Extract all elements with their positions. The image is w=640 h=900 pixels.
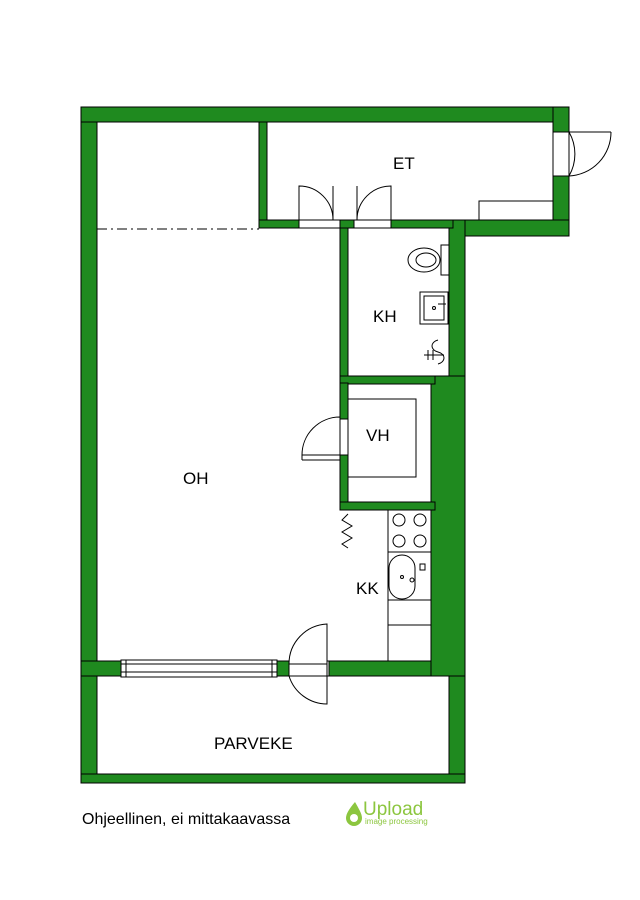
wall-hall-left xyxy=(258,121,268,229)
room-label-oh: OH xyxy=(183,469,209,488)
toilet-icon xyxy=(407,244,450,276)
closet-door-icon xyxy=(301,416,349,461)
outer-walls xyxy=(80,106,570,784)
closet-interior xyxy=(347,398,417,478)
room-label-kh: KH xyxy=(373,307,397,326)
entrance-door-icon xyxy=(552,131,612,177)
wall-hall-bottom-left xyxy=(258,219,300,229)
room-label-et: ET xyxy=(393,154,415,173)
wall-hall-bottom-right xyxy=(390,219,454,229)
washbasin-icon xyxy=(419,291,449,325)
wall-balcony-top-mid xyxy=(276,660,290,677)
wall-right-kitchen xyxy=(430,375,466,677)
inner-walls xyxy=(258,121,454,511)
shower-icon xyxy=(424,339,445,365)
room-label-vh: VH xyxy=(366,426,390,445)
room-label-parveke: PARVEKE xyxy=(214,734,293,753)
logo-tagline: image processing xyxy=(365,817,428,826)
hall-shelf-icon xyxy=(478,200,554,221)
wall-left xyxy=(80,106,98,784)
wall-bath-left xyxy=(339,227,349,384)
wall-top xyxy=(80,106,570,123)
room-label-kk: KK xyxy=(356,579,379,598)
wall-closet-left-top xyxy=(339,382,349,420)
wall-balcony-bottom xyxy=(80,773,466,784)
wall-balcony-top-left xyxy=(80,660,122,677)
wall-hall-bottom-mid xyxy=(339,219,355,229)
logo-word: Upload xyxy=(363,799,423,820)
kitchen-sink-icon xyxy=(388,554,426,600)
stove-icon xyxy=(392,513,427,548)
wall-hall-bottom xyxy=(448,219,570,237)
scale-disclaimer-caption: Ohjeellinen, ei mittakaavassa xyxy=(82,811,291,828)
wall-closet-bottom xyxy=(339,501,436,511)
wall-bath-bottom xyxy=(339,375,436,385)
wall-right-upper xyxy=(552,106,570,133)
upload-logo: Upload image processing xyxy=(346,799,428,826)
balcony-window-icon xyxy=(120,659,278,678)
closet-double-door-icon xyxy=(298,185,392,229)
balcony-door-icon xyxy=(288,623,330,705)
radiator-icon xyxy=(341,513,353,549)
logo-drop-icon xyxy=(346,802,362,826)
